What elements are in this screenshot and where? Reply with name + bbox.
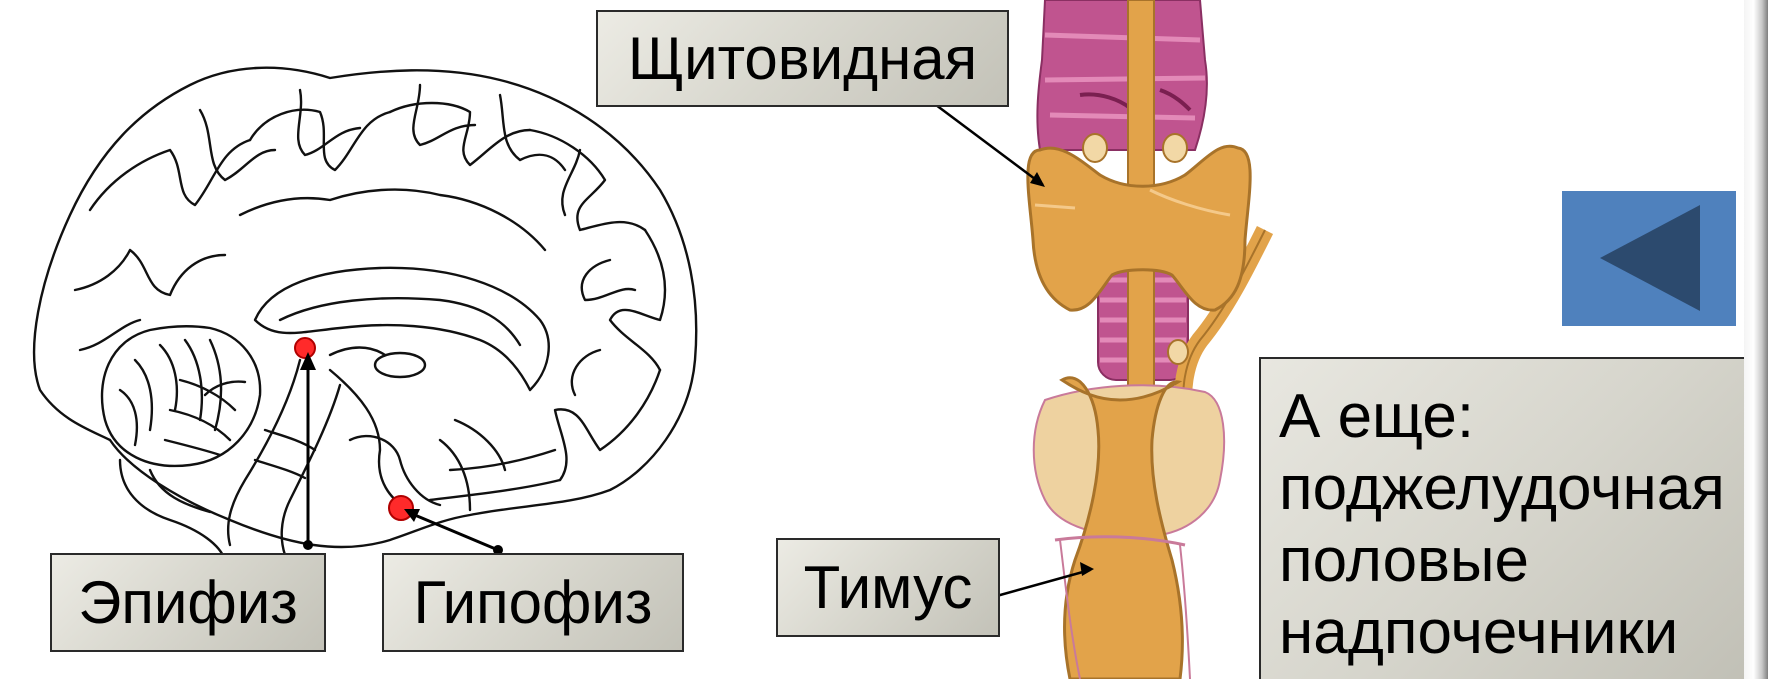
label-thymus: Тимус	[776, 538, 1000, 637]
info-line-3: половые	[1279, 525, 1768, 597]
back-button[interactable]	[1562, 191, 1736, 326]
label-pituitary: Гипофиз	[382, 553, 684, 652]
info-line-4: надпочечники	[1279, 597, 1768, 669]
label-pineal-text: Эпифиз	[78, 568, 298, 637]
slide-edge	[1744, 0, 1768, 679]
label-thyroid-text: Щитовидная	[628, 24, 977, 93]
label-pineal: Эпифиз	[50, 553, 326, 652]
triangle-left-icon	[1562, 191, 1736, 326]
label-thyroid: Щитовидная	[596, 10, 1009, 107]
larynx	[1037, 0, 1207, 150]
info-line-1: А еще:	[1279, 381, 1768, 453]
label-pituitary-text: Гипофиз	[414, 568, 653, 637]
label-thymus-text: Тимус	[804, 553, 973, 622]
info-line-2: поджелудочная	[1279, 453, 1768, 525]
additional-glands-box: А еще: поджелудочная половые надпочечник…	[1259, 357, 1768, 679]
